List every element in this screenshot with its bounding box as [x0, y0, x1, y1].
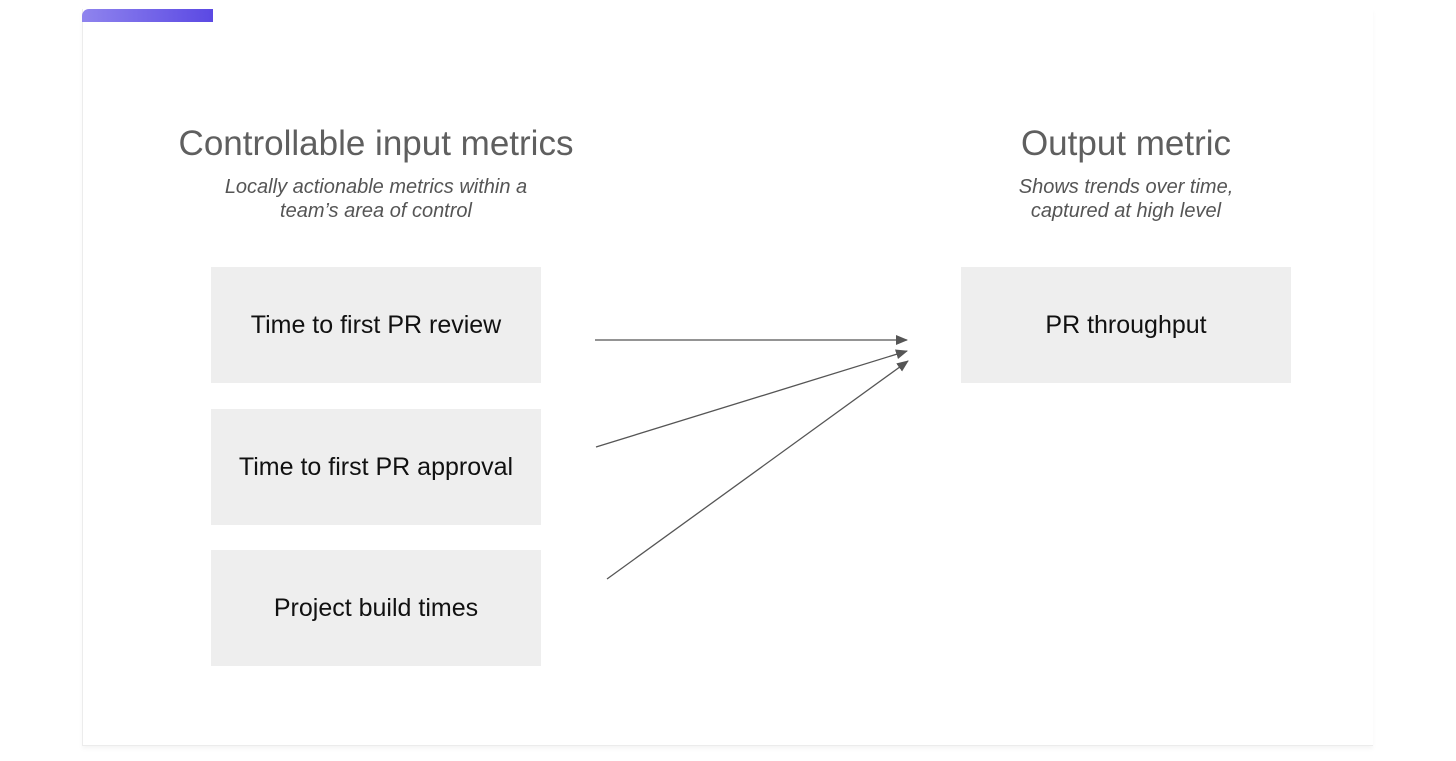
input-metrics-subheading-line-1: Locally actionable metrics within a	[224, 176, 528, 198]
output-metric-subheading-line-1: Shows trends over time,	[1018, 176, 1234, 198]
output-metric-subheading: Shows trends over time, captured at high…	[976, 175, 1276, 223]
input-metric-box-pr-approval: Time to first PR approval	[211, 409, 541, 525]
input-metric-box-pr-review: Time to first PR review	[211, 267, 541, 383]
output-metric-heading: Output metric	[1020, 124, 1232, 163]
input-metrics-subheading-line-2: team’s area of control	[280, 200, 472, 222]
input-metric-box-build-times: Project build times	[211, 550, 541, 666]
input-metric-label: Project build times	[273, 593, 479, 622]
output-metric-subheading-line-2: captured at high level	[1030, 200, 1222, 222]
output-metric-box-pr-throughput: PR throughput	[961, 267, 1291, 383]
arrow-build-times-to-throughput	[606, 360, 909, 580]
input-metrics-heading: Controllable input metrics	[178, 124, 574, 163]
input-metric-label: Time to first PR approval	[238, 452, 514, 481]
input-metrics-subheading: Locally actionable metrics within a team…	[176, 175, 576, 223]
input-metric-label: Time to first PR review	[250, 310, 502, 339]
output-metric-label: PR throughput	[1045, 310, 1207, 339]
accent-bar	[82, 9, 213, 22]
arrow-pr-approval-to-throughput	[595, 349, 908, 448]
